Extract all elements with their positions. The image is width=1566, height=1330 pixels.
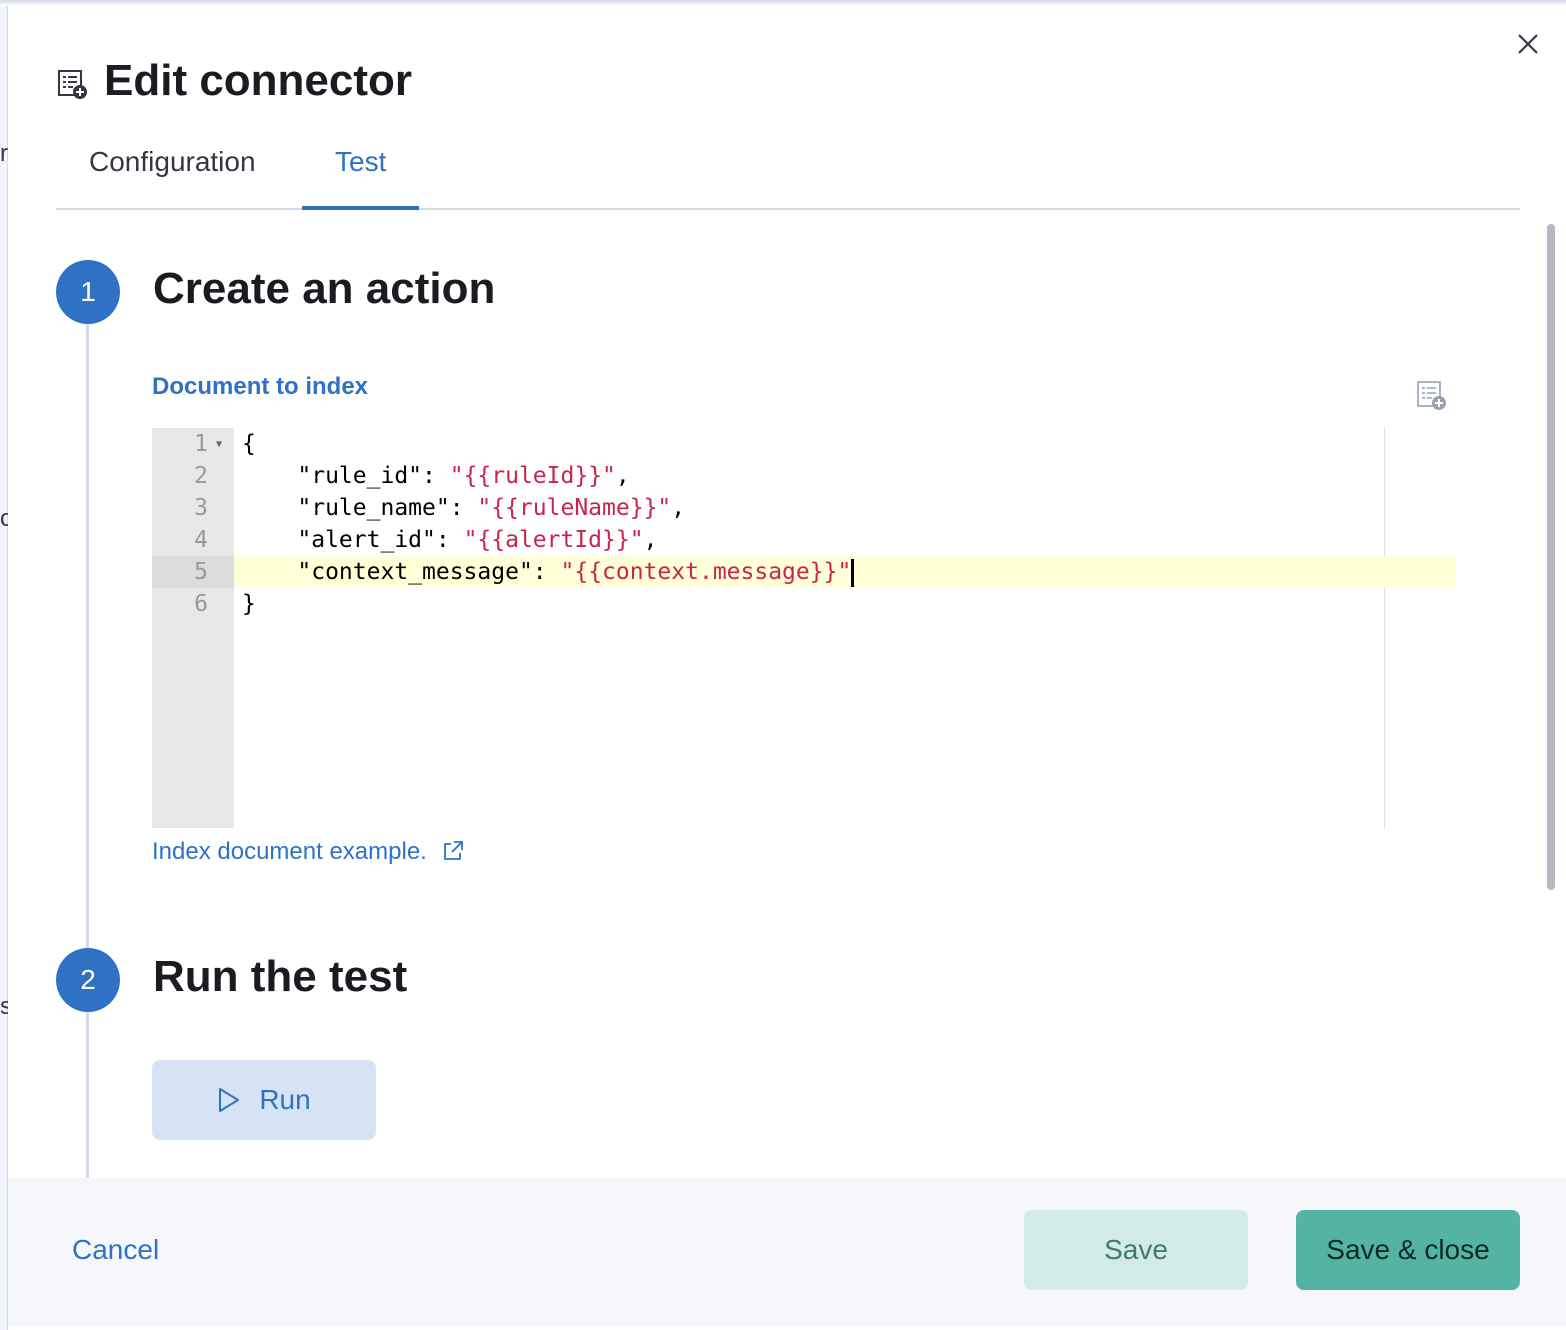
step-number-1: 1 [56,260,120,324]
code-key: "alert_id": [242,527,464,553]
code-line: 3 "rule_name": "{{ruleName}}", [152,492,1456,524]
code-string: "{{ruleId}}" [449,463,616,489]
code-key: "context_message": [242,559,561,585]
index-document-example-link[interactable]: Index document example. [152,838,464,866]
code-punct: , [615,463,630,489]
cancel-button[interactable]: Cancel [72,1234,160,1265]
line-number: 4 [194,527,208,553]
line-number: 2 [194,463,208,489]
code-line: 4 "alert_id": "{{alertId}}", [152,524,1456,556]
flyout-footer: Cancel Save Save & close [8,1178,1566,1326]
step-title-create-action: Create an action [153,264,496,313]
fold-arrow-icon[interactable]: ▼ [216,439,223,450]
code-text: } [242,591,256,617]
link-text[interactable]: Index document example. [152,838,427,865]
code-editor[interactable]: 1 ▼ { 2 "rule_id": "{{ruleId}}", 3 "rule_n… [152,428,1456,828]
play-icon [219,1088,240,1112]
run-label: Run [259,1084,311,1115]
background-page: r c s [0,0,12,1330]
scrollbar[interactable] [1547,224,1555,890]
editor-gutter [152,428,234,828]
close-icon[interactable] [1512,28,1544,60]
text-cursor [851,558,855,587]
code-line: 2 "rule_id": "{{ruleId}}", [152,460,1456,492]
step-title-run-test: Run the test [153,952,408,1001]
tabs: Configuration Test [56,130,1520,210]
step-number-2: 2 [56,948,120,1012]
run-button[interactable]: Run [152,1060,376,1140]
top-shadow [0,0,1566,6]
code-string: "{{ruleName}}" [477,495,672,521]
line-number: 3 [194,495,208,521]
index-connector-icon [58,70,87,99]
tab-configuration[interactable]: Configuration [89,146,256,177]
line-number: 1 [194,431,208,457]
code-text: { [242,431,256,457]
flyout-title: Edit connector [104,56,413,105]
tab-test[interactable]: Test [302,146,420,210]
code-key: "rule_name": [242,495,478,521]
save-button[interactable]: Save [1024,1210,1248,1290]
code-line: 6} [152,588,1456,620]
add-variable-icon[interactable] [1417,381,1447,411]
external-link-icon [443,841,463,860]
line-number: 5 [152,556,234,588]
code-line: 1 ▼ { [152,428,1456,460]
code-key: "rule_id": [242,463,450,489]
save-and-close-button[interactable]: Save & close [1296,1210,1520,1290]
code-string: "{{context.message}}" [560,559,852,585]
background-text: r [0,140,8,167]
code-punct: , [671,495,686,521]
step-connector-line [86,1012,89,1178]
code-punct: , [643,527,658,553]
document-to-index-label: Document to index [152,373,369,400]
print-margin [1384,428,1385,828]
code-line-active: 5 "context_message": "{{context.message}… [152,556,1456,588]
step-connector-line [86,324,89,948]
line-number: 6 [194,591,208,617]
code-string: "{{alertId}}" [463,527,644,553]
